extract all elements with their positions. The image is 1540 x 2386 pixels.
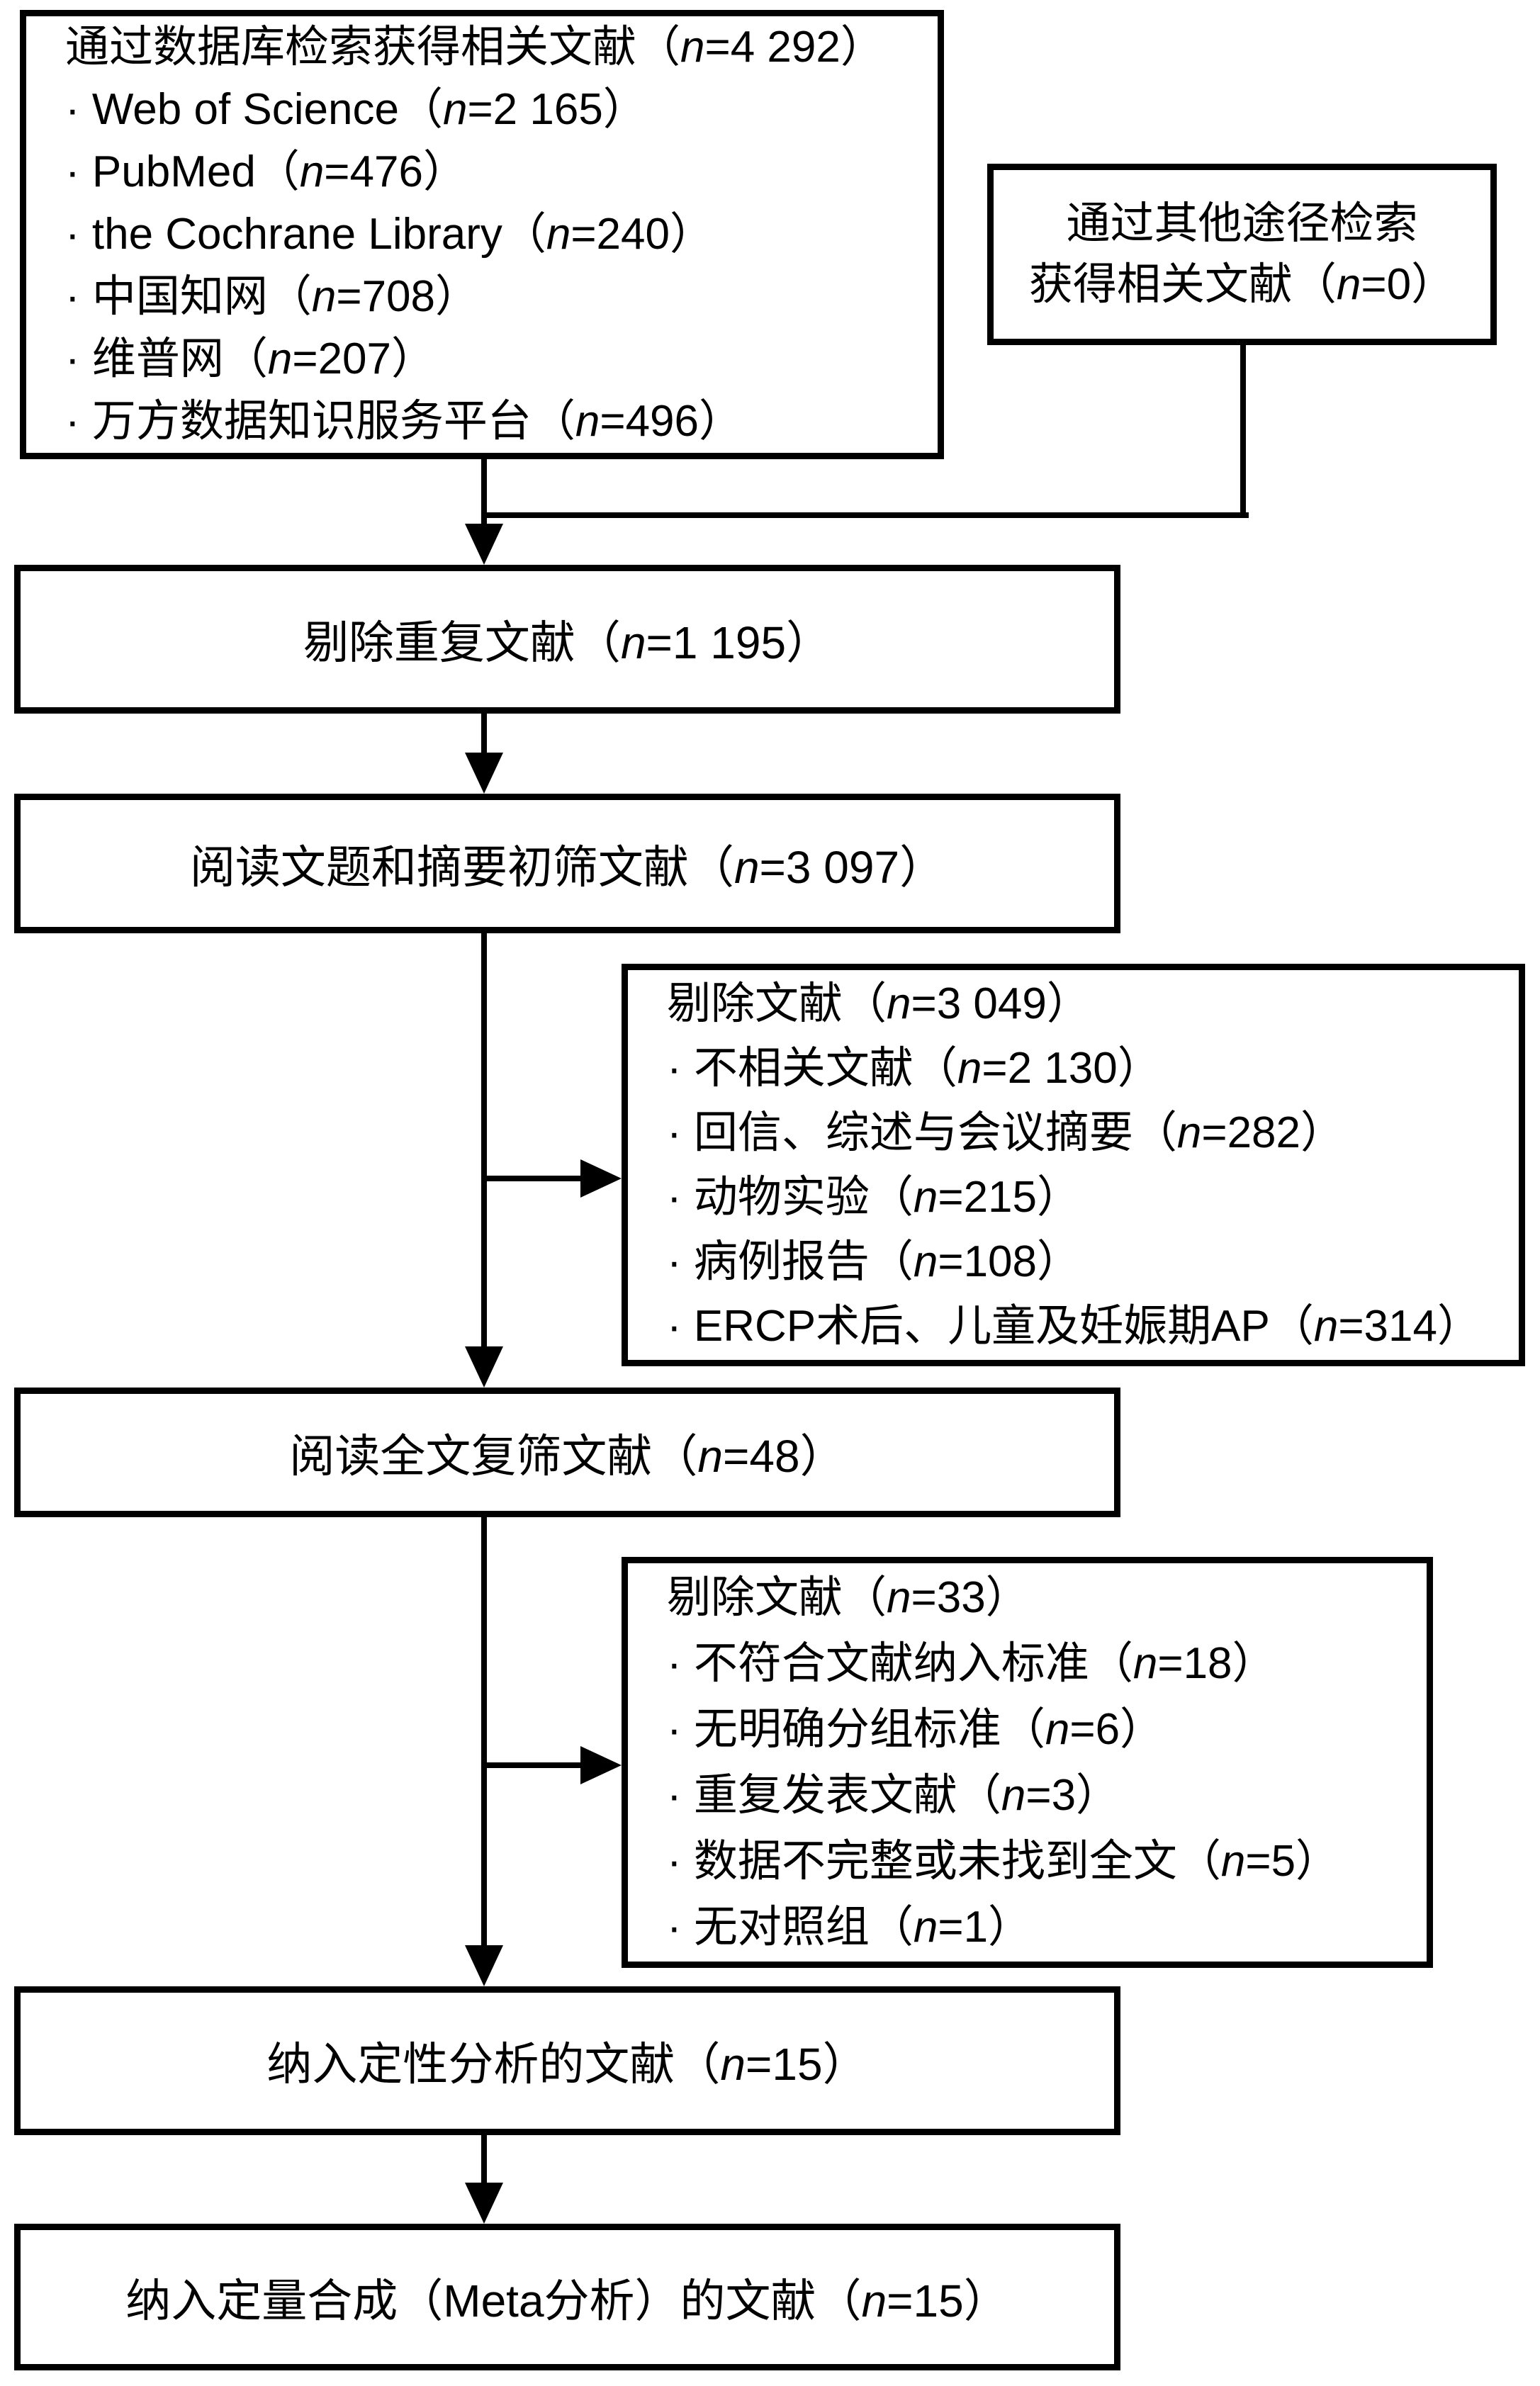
connector-box7-box8 (481, 2135, 487, 2192)
box-fulltext-screen: 阅读全文复筛文献（n=48） (14, 1388, 1120, 1517)
list-item-cnki: · 中国知网（n=708） (65, 272, 480, 321)
box-fulltext-screen-label: 阅读全文复筛文献（n=48） (289, 1430, 845, 1482)
box-excluded-fulltext-title: 剔除文献（n=33） (667, 1573, 1030, 1622)
list-item-web-of-science: · Web of Science（n=2 165） (65, 85, 647, 134)
connector-merge-horizontal (481, 512, 1249, 518)
box-other-sources-line1: 通过其他途径检索 (1066, 199, 1418, 248)
list-item-irrelevant: · 不相关文献（n=2 130） (667, 1044, 1162, 1093)
list-item-duplicate-publication: · 重复发表文献（n=3） (667, 1771, 1120, 1820)
box-quantitative-included-label: 纳入定量合成（Meta分析）的文献（n=15） (125, 2275, 1009, 2326)
arrowhead-into-excluded-fulltext (580, 1746, 622, 1784)
list-item-cochrane: · the Cochrane Library（n=240） (65, 210, 714, 259)
box-duplicates-removed: 剔除重复文献（n=1 195） (14, 565, 1120, 714)
list-item-case-reports: · 病例报告（n=108） (667, 1237, 1081, 1286)
connector-box5-box7 (481, 1517, 487, 1954)
connector-box2-box3 (481, 714, 487, 758)
box-duplicates-removed-label: 剔除重复文献（n=1 195） (303, 617, 832, 668)
box-excluded-initial-title: 剔除文献（n=3 049） (667, 979, 1091, 1028)
box-qualitative-included-label: 纳入定性分析的文献（n=15） (266, 2039, 868, 2090)
list-item-no-control-group: · 无对照组（n=1） (667, 1903, 1033, 1952)
arrowhead-into-quantitative-included (465, 2183, 503, 2224)
list-item-incomplete-data: · 数据不完整或未找到全文（n=5） (667, 1837, 1340, 1886)
box-qualitative-included: 纳入定性分析的文献（n=15） (14, 1986, 1120, 2135)
box-excluded-fulltext: 剔除文献（n=33） · 不符合文献纳入标准（n=18） · 无明确分组标准（n… (622, 1557, 1433, 1968)
connector-box3-box5 (481, 933, 487, 1355)
list-item-animal-studies: · 动物实验（n=215） (667, 1173, 1081, 1222)
box-quantitative-included: 纳入定量合成（Meta分析）的文献（n=15） (14, 2224, 1120, 2370)
connector-box1-down (481, 459, 487, 529)
list-item-not-meeting-criteria: · 不符合文献纳入标准（n=18） (667, 1639, 1276, 1688)
arrowhead-into-duplicates-removed (465, 524, 503, 565)
list-item-vip: · 维普网（n=207） (65, 334, 436, 383)
box-other-sources: 通过其他途径检索 获得相关文献（n=0） (987, 164, 1497, 345)
connector-branch-excluded-fulltext (481, 1762, 585, 1768)
list-item-wanfang: · 万方数据知识服务平台（n=496） (65, 397, 743, 446)
box-database-search: 通过数据库检索获得相关文献（n=4 292） · Web of Science（… (20, 10, 944, 459)
box-title-abstract-screen: 阅读文题和摘要初筛文献（n=3 097） (14, 794, 1120, 933)
list-item-letters-reviews: · 回信、综述与会议摘要（n=282） (667, 1108, 1345, 1157)
connector-branch-excluded-initial (481, 1176, 585, 1181)
box-database-search-title: 通过数据库检索获得相关文献（n=4 292） (65, 23, 884, 72)
arrowhead-into-qualitative-included (465, 1945, 503, 1986)
arrowhead-into-excluded-initial (580, 1159, 622, 1198)
connector-other-sources-down (1240, 345, 1246, 518)
arrowhead-into-fulltext-screen (465, 1346, 503, 1388)
list-item-no-grouping-criteria: · 无明确分组标准（n=6） (667, 1705, 1164, 1754)
box-other-sources-line2: 获得相关文献（n=0） (1028, 260, 1456, 309)
arrowhead-into-title-abstract-screen (465, 753, 503, 794)
list-item-ercp-children-pregnancy: · ERCP术后、儿童及妊娠期AP（n=314） (667, 1302, 1481, 1351)
box-title-abstract-screen-label: 阅读文题和摘要初筛文献（n=3 097） (189, 841, 945, 893)
list-item-pubmed: · PubMed（n=476） (65, 147, 467, 196)
box-excluded-initial: 剔除文献（n=3 049） · 不相关文献（n=2 130） · 回信、综述与会… (622, 964, 1525, 1366)
